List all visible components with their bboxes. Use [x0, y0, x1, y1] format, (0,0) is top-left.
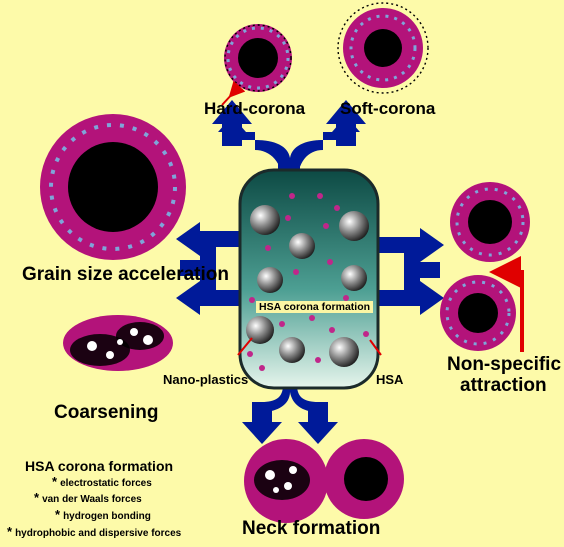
force-item: *electrostatic forces [52, 474, 152, 489]
hsa-protein-dots [247, 193, 369, 371]
attracting-particle-bottom [440, 275, 516, 351]
flow-arrows [176, 100, 444, 444]
neck-formation-pair [244, 439, 404, 523]
grain-size-label: Grain size acceleration [22, 264, 229, 285]
hard-corona-label: Hard-corona [204, 99, 306, 118]
force-item: *van der Waals forces [34, 490, 142, 505]
hsa-label: HSA [376, 372, 404, 387]
attraction-arrow [489, 256, 524, 352]
soft-corona-particle [337, 2, 429, 94]
force-item: *hydrophobic and dispersive forces [7, 524, 182, 539]
hsa-pointer [369, 339, 382, 356]
neck-formation-label: Neck formation [242, 518, 381, 539]
coarsening-aggregate [63, 315, 173, 371]
non-specific-label-line1: Non-specific [447, 354, 562, 375]
legend-title: HSA corona formation [25, 458, 174, 474]
soft-corona-label: Soft-corona [340, 99, 436, 118]
center-banner: HSA corona formation [256, 301, 374, 313]
non-specific-label-line2: attraction [460, 375, 547, 396]
force-item: *hydrogen bonding [55, 507, 151, 522]
nano-plastics-label: Nano-plastics [163, 372, 249, 387]
nano-plastics-pointer [237, 337, 253, 356]
nanoplastic-spheres [246, 205, 369, 367]
attracting-particle-top [450, 182, 530, 262]
hard-corona-particle [224, 24, 292, 92]
hard-corona-pointer [221, 80, 246, 106]
coarsening-label: Coarsening [54, 402, 159, 423]
large-aggregate-particle [40, 114, 186, 260]
